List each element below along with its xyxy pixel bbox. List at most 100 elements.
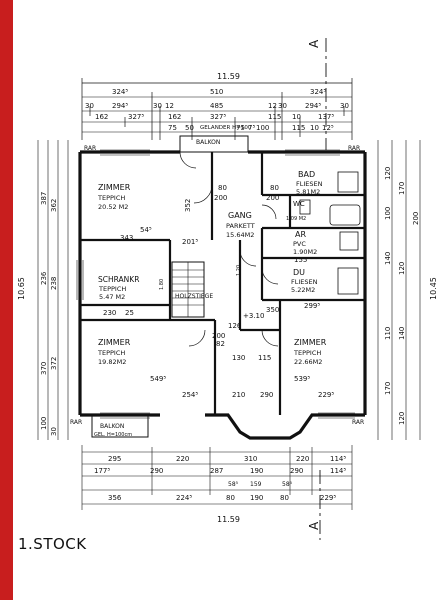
dim-inner-15: 200 — [214, 194, 227, 202]
dim-bot-r4-5: 229⁵ — [320, 494, 336, 502]
dim-right-1: 170 — [398, 182, 406, 195]
dim-top-r3-1: 327⁵ — [128, 113, 144, 121]
dim-inner-20: 82 — [216, 340, 225, 348]
stair-treads — [172, 262, 204, 317]
dim-right-7: 140 — [398, 327, 406, 340]
dim-top-r2-4: 485 — [210, 102, 223, 110]
dim-top-r1-0: 324⁵ — [112, 88, 128, 96]
dim-right-6: 110 — [384, 327, 392, 340]
interior-walls — [80, 152, 365, 415]
balcony-bottom — [91, 414, 149, 438]
room-name-zimmer-3: ZIMMER — [294, 338, 327, 347]
dim-top-r4-6: 10 — [310, 124, 319, 132]
dim-inner-16: 80 — [218, 184, 227, 192]
dim-inner-24: 1.80 — [159, 279, 165, 290]
dim-inner-12: 210 — [232, 391, 245, 399]
dim-inner-18: 80 — [270, 184, 279, 192]
dim-bot-r4-2: 80 — [226, 494, 235, 502]
rar-label-bl: RAR — [70, 419, 82, 426]
dim-top-r1-1: 510 — [210, 88, 223, 96]
door-swings — [179, 151, 279, 347]
dim-top-r1-2: 324⁵ — [310, 88, 326, 96]
section-mark-top: A — [307, 39, 321, 48]
room-name-ar: AR — [295, 230, 306, 239]
dim-inner-0: 54⁵ — [140, 226, 152, 234]
dim-right-8: 170 — [384, 382, 392, 395]
room-area-zimmer-2: 19.82M2 — [98, 358, 126, 366]
dim-top-r4-3: 7⁵ — [248, 124, 255, 132]
dim-left-2: 236 — [40, 271, 48, 285]
dim-inner-9: 539⁵ — [294, 375, 310, 383]
dim-top-r4-5: 115 — [292, 124, 305, 132]
dim-lines-bottom — [81, 445, 353, 510]
section-mark-bottom: A — [307, 521, 321, 530]
room-floor-gang: PARKETT — [226, 222, 255, 230]
dim-right-9: 120 — [398, 412, 406, 425]
dim-top-r4-0: 75 — [168, 124, 177, 132]
windows — [76, 149, 355, 419]
dim-inner-23: 350 — [266, 306, 279, 314]
dim-top-r3-0: 162 — [95, 113, 108, 121]
dim-bot-r3-1: 159 — [250, 481, 262, 488]
dim-lines-left — [37, 140, 69, 440]
dim-bot-r2-3: 190 — [250, 467, 263, 475]
dim-inner-2: 230 — [103, 309, 116, 317]
dim-top-r3-3: 327⁵ — [210, 113, 226, 121]
balcony-top-label: BALKON — [196, 139, 220, 146]
room-name-zimmer-1: ZIMMER — [98, 183, 131, 192]
dim-bot-r4-0: 356 — [108, 494, 122, 502]
dim-top-r4-2: 75 — [236, 124, 245, 132]
dim-inner-17: 200 — [266, 194, 279, 202]
room-area-gang: 15.64M2 — [226, 231, 254, 239]
stair-label: HOLZSTIEGE — [175, 293, 213, 300]
dim-inner-7: 549⁵ — [150, 375, 166, 383]
dim-bot-r1-2: 310 — [244, 455, 257, 463]
dim-inner-1: 201⁵ — [182, 238, 198, 246]
room-area-wc: 1.09 M2 — [286, 216, 306, 222]
room-name-bad: BAD — [298, 170, 315, 179]
scan-edge-strip — [0, 0, 13, 600]
bath-fixtures — [299, 171, 361, 295]
room-floor-du: FLIESEN — [291, 278, 318, 286]
room-floor-ar: PVC — [293, 240, 306, 248]
dim-top-r3-6: 137⁵ — [318, 113, 334, 121]
room-name-du: DU — [293, 268, 305, 277]
dim-left-1: 362 — [50, 199, 58, 212]
dim-bot-r2-5: 114⁵ — [330, 467, 346, 475]
dim-left-4: 370 — [40, 362, 48, 375]
room-floor-bad: FLIESEN — [296, 180, 323, 188]
dim-right-5: 120 — [398, 262, 406, 275]
dim-top-r2-1: 294⁵ — [112, 102, 128, 110]
dim-right-0: 120 — [384, 167, 392, 180]
dim-top-r4-1: 50 — [185, 124, 194, 132]
dim-bot-r2-0: 177⁵ — [94, 467, 110, 475]
dim-bot-r4-3: 190 — [250, 494, 263, 502]
room-area-ar: 1.90M2 — [293, 248, 317, 256]
dim-left-7: 30 — [50, 427, 58, 436]
railing-label: GELANDER H=100 — [200, 125, 252, 131]
overall-height-right: 10.45 — [429, 277, 438, 300]
dim-inner-11: 155 — [294, 256, 307, 264]
dim-right-4: 140 — [384, 252, 392, 265]
dim-inner-3: 25 — [125, 309, 134, 317]
dim-bot-r4-1: 224⁵ — [176, 494, 192, 502]
level-mark: +3.10 — [243, 312, 264, 320]
rar-label-tr: RAR — [348, 145, 360, 152]
dim-top-r3-2: 162 — [168, 113, 181, 121]
dim-left-5: 372 — [50, 357, 58, 370]
dim-left-6: 100 — [40, 417, 48, 430]
dim-top-r2-0: 30 — [85, 102, 94, 110]
dim-top-r2-5: 12 — [268, 102, 277, 110]
room-area-bad: 5.81M2 — [296, 188, 320, 196]
dim-bot-r1-0: 295 — [108, 455, 121, 463]
room-name-wc: WC — [293, 200, 305, 208]
room-name-schrankraum: SCHRANKR — [98, 275, 139, 284]
balcony-bottom-label: BALKON — [100, 423, 124, 430]
room-floor-zimmer-1: TEPPICH — [97, 194, 125, 202]
rar-label-tl: RAR — [84, 145, 96, 152]
dim-top-r2-7: 294⁵ — [305, 102, 321, 110]
overall-height-left: 10.65 — [17, 277, 26, 300]
railing-bottom-label: GEL. H=100cm — [94, 432, 132, 438]
dim-top-r4-4: 100 — [256, 124, 269, 132]
